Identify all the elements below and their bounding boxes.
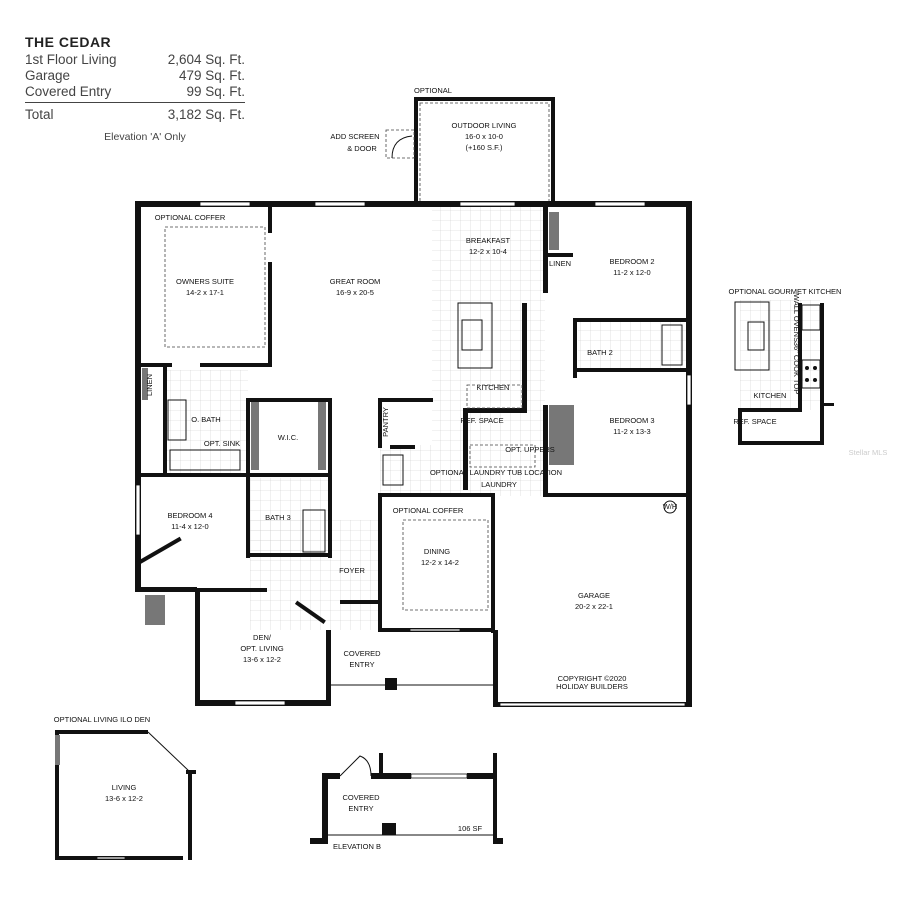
den-dims: 13-6 x 12-2	[243, 655, 281, 664]
linen-label-2: LINEN	[145, 374, 154, 396]
den-label: DEN/	[253, 633, 272, 642]
area-label: Garage	[25, 68, 71, 83]
great-room-label: GREAT ROOM	[330, 277, 381, 286]
outdoor-living-dims: 16-0 x 10-0	[465, 132, 503, 141]
bedroom-3-dims: 11-2 x 13-3	[613, 427, 650, 436]
elevation-b-covered-label: COVERED	[342, 793, 380, 802]
gourmet-ref-label: REF. SPACE	[733, 417, 776, 426]
breakfast-label: BREAKFAST	[466, 236, 511, 245]
optional-living-ilo-den: OPTIONAL LIVING ILO DEN LIVING 13-6 x 12…	[54, 715, 196, 860]
dining-dims: 12-2 x 14-2	[421, 558, 459, 567]
room-labels: OPTIONAL COFFER OWNERS SUITE 14-2 x 17-1…	[145, 213, 677, 691]
area-value: 479 Sq. Ft.	[178, 68, 245, 83]
tile-floor	[165, 206, 820, 630]
add-door-label: & DOOR	[347, 144, 377, 153]
bedroom-4-label: BEDROOM 4	[167, 511, 212, 520]
kitchen-label: KITCHEN	[477, 383, 510, 392]
elevation-b-sf: 106 SF	[458, 824, 483, 833]
bedroom-2-label: BEDROOM 2	[609, 257, 654, 266]
elevation-b-entry-label: ENTRY	[348, 804, 373, 813]
dining-label: DINING	[424, 547, 450, 556]
bedroom-3-label: BEDROOM 3	[609, 416, 654, 425]
wic-label: W.I.C.	[278, 433, 298, 442]
optional-gourmet-kitchen: OPTIONAL GOURMET KITCHEN KITCHEN REF. SP…	[729, 287, 842, 445]
gourmet-title: OPTIONAL GOURMET KITCHEN	[729, 287, 842, 296]
elevation-b-entry: COVERED ENTRY 106 SF ELEVATION B	[310, 753, 503, 851]
great-room-dims: 16-9 x 20-5	[336, 288, 374, 297]
linen-label: LINEN	[549, 259, 571, 268]
bath-3-label: BATH 3	[265, 513, 291, 522]
bath-2-label: BATH 2	[587, 348, 613, 357]
area-row: Covered Entry 99 Sq. Ft.	[25, 84, 245, 100]
cooktop-label: 36" COOK TOP	[792, 342, 801, 394]
watermark: Stellar MLS	[849, 448, 888, 457]
builder-label: HOLIDAY BUILDERS	[556, 682, 628, 691]
bedroom-2-dims: 11-2 x 12-0	[613, 268, 650, 277]
outdoor-living-extra: (+160 S.F.)	[466, 143, 503, 152]
living-ilo-title: OPTIONAL LIVING ILO DEN	[54, 715, 150, 724]
area-value: 99 Sq. Ft.	[186, 84, 245, 99]
exterior-walls	[135, 201, 692, 707]
o-bath-label: O. BATH	[191, 415, 220, 424]
total-label: Total	[25, 107, 54, 122]
dining-coffer-label: OPTIONAL COFFER	[393, 506, 464, 515]
divider	[25, 102, 245, 103]
area-row: Garage 479 Sq. Ft.	[25, 68, 245, 84]
living-label: LIVING	[112, 783, 137, 792]
copyright-label: COPYRIGHT ©2020	[558, 674, 627, 683]
area-row: 1st Floor Living 2,604 Sq. Ft.	[25, 52, 245, 68]
garage-dims: 20-2 x 22-1	[575, 602, 613, 611]
laundry-label: LAUNDRY	[481, 480, 517, 489]
outdoor-optional-label: OPTIONAL	[414, 86, 452, 95]
area-label: 1st Floor Living	[25, 52, 117, 67]
add-screen-label: ADD SCREEN	[330, 132, 379, 141]
total-value: 3,182 Sq. Ft.	[167, 107, 245, 122]
opt-sink-label: OPT. SINK	[204, 439, 240, 448]
owners-suite-dims: 14-2 x 17-1	[186, 288, 224, 297]
covered-entry-label: COVERED	[343, 649, 381, 658]
living-dims: 13-6 x 12-2	[105, 794, 143, 803]
area-label: Covered Entry	[25, 84, 112, 99]
owners-coffer-label: OPTIONAL COFFER	[155, 213, 226, 222]
foyer-label: FOYER	[339, 566, 365, 575]
garage-label: GARAGE	[578, 591, 610, 600]
interior-walls	[136, 203, 692, 633]
water-heater-label: W/H	[663, 502, 678, 511]
gourmet-kitchen-label: KITCHEN	[754, 391, 787, 400]
opt-living-label: OPT. LIVING	[240, 644, 284, 653]
elevation-b-label: ELEVATION B	[333, 842, 381, 851]
outdoor-living-label: OUTDOOR LIVING	[451, 121, 516, 130]
covered-entry-label-2: ENTRY	[349, 660, 374, 669]
wall-ovens-label: WALL OVENS	[792, 294, 801, 342]
plan-title: THE CEDAR	[25, 34, 112, 50]
opt-uppers-label: OPT. UPPERS	[505, 445, 555, 454]
pantry-label: PANTRY	[381, 407, 390, 437]
elevation-note: Elevation 'A' Only	[104, 131, 186, 143]
laundry-tub-label: OPTIONAL LAUNDRY TUB LOCATION	[430, 468, 562, 477]
owners-suite-label: OWNERS SUITE	[176, 277, 234, 286]
area-value: 2,604 Sq. Ft.	[167, 52, 245, 67]
total-row: Total 3,182 Sq. Ft.	[25, 107, 245, 123]
ref-space-label: REF. SPACE	[460, 416, 503, 425]
breakfast-dims: 12-2 x 10-4	[469, 247, 507, 256]
bedroom-4-dims: 11-4 x 12-0	[171, 522, 208, 531]
outdoor-living: OPTIONAL OUTDOOR LIVING 16-0 x 10-0 (+16…	[330, 86, 555, 204]
